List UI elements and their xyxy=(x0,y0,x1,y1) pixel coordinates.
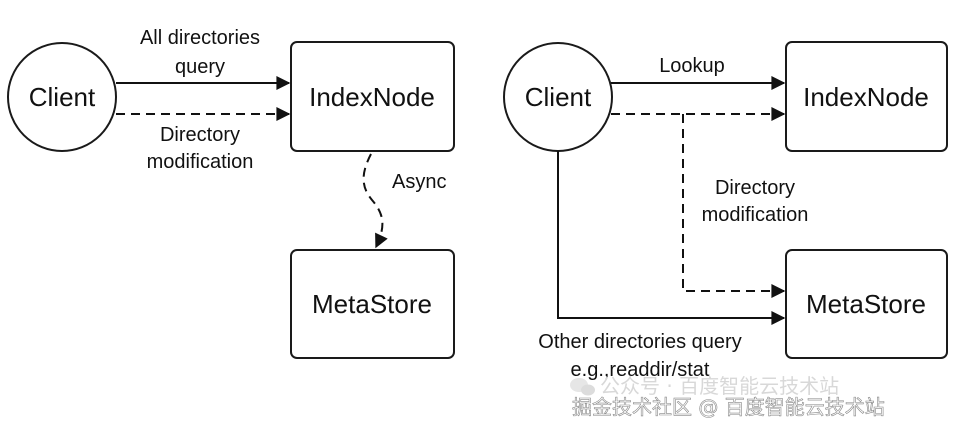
right-client-label: Client xyxy=(525,82,592,112)
right-indexnode-label: IndexNode xyxy=(803,82,929,112)
left-query-label-line2: query xyxy=(175,56,225,78)
right-lookup-label: Lookup xyxy=(659,55,725,77)
right-metastore-label: MetaStore xyxy=(806,289,926,319)
left-metastore-label: MetaStore xyxy=(312,289,432,319)
wechat-icon xyxy=(570,378,595,396)
right-modification-label-line2: modification xyxy=(702,204,809,226)
left-metastore-box xyxy=(290,249,455,359)
watermark-lower: 掘金技术社区 @ 百度智能云技术站 xyxy=(572,395,885,419)
watermark-upper: 公众号 · 百度智能云技术站 xyxy=(600,374,839,398)
left-diagram: Client IndexNode MetaStore All directori… xyxy=(7,27,455,359)
left-indexnode-label: IndexNode xyxy=(309,82,435,112)
left-async-label: Async xyxy=(392,171,446,193)
right-modification-label-line1: Directory xyxy=(715,177,795,199)
left-modification-label-line2: modification xyxy=(147,151,254,173)
right-indexnode-box xyxy=(785,41,948,152)
right-diagram: Client IndexNode MetaStore Lookup Direct… xyxy=(503,41,948,381)
left-client-node xyxy=(7,42,117,152)
right-other-query-arrow xyxy=(557,151,786,325)
right-modification-arrow-metastore xyxy=(682,114,786,298)
right-other-query-label-line1: Other directories query xyxy=(538,331,741,353)
right-other-query-label-line2: e.g.,readdir/stat xyxy=(571,359,710,381)
left-query-label-line1: All directories xyxy=(140,27,260,49)
left-client-label: Client xyxy=(29,82,96,112)
left-indexnode-box xyxy=(290,41,455,152)
left-modification-label-line1: Directory xyxy=(160,124,240,146)
left-async-arrow xyxy=(362,153,388,249)
watermark: 公众号 · 百度智能云技术站 掘金技术社区 @ 百度智能云技术站 xyxy=(570,374,885,419)
right-metastore-box xyxy=(785,249,948,359)
